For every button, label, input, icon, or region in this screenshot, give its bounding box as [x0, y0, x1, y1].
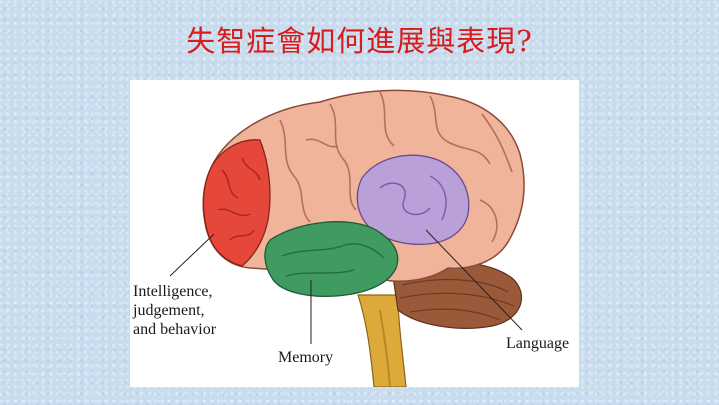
brain-diagram-panel: Intelligence, judgement, and behavior Me…	[130, 80, 579, 387]
temporal-region	[264, 221, 399, 298]
language-label: Language	[506, 335, 570, 352]
intelligence-leader-line	[169, 233, 215, 277]
language-leader-line	[425, 229, 523, 331]
brain-illustration	[169, 89, 525, 387]
memory-label: Memory	[278, 349, 334, 366]
intelligence-label: Intelligence, judgement, and behavior	[133, 283, 217, 338]
slide-title: 失智症會如何進展與表現?	[186, 24, 533, 58]
brainstem-region	[357, 294, 407, 387]
